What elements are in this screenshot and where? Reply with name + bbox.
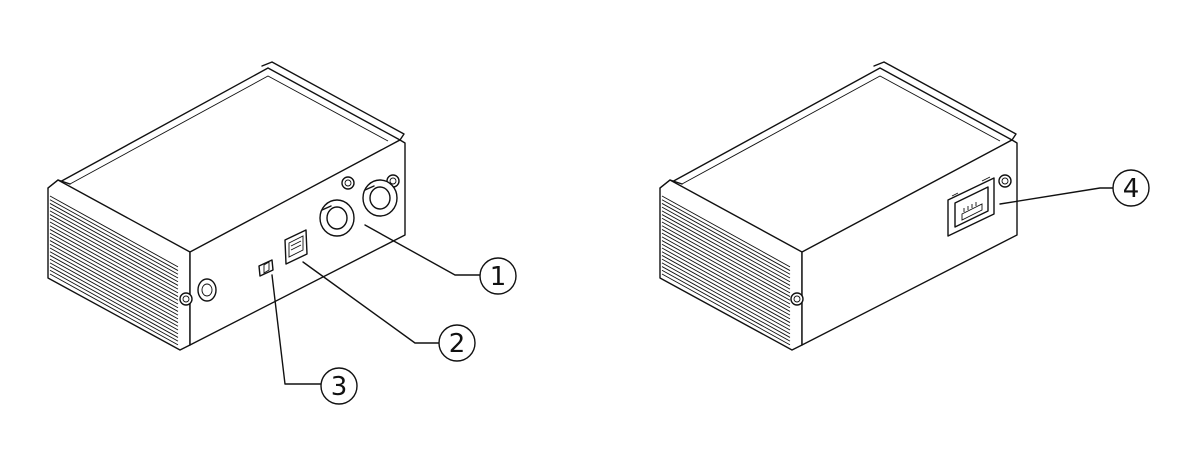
screw-icon (998, 174, 1012, 188)
fin-line (661, 262, 791, 335)
fin-line (661, 221, 791, 294)
fin-line (661, 258, 791, 331)
callout-number: 3 (331, 372, 348, 402)
fin-line (49, 210, 179, 283)
fin-line (49, 203, 179, 275)
ethernet-port-icon (947, 176, 995, 237)
fin-line (49, 236, 179, 309)
callout-leader-line (302, 261, 441, 344)
left-device (47, 61, 406, 351)
fin-line (661, 247, 791, 320)
fin-line (49, 273, 179, 346)
fin-line (661, 243, 791, 316)
data-port-icon (284, 229, 308, 265)
fin-line (661, 229, 791, 301)
fin-line (661, 269, 791, 342)
fin-line (49, 266, 179, 338)
fin-line (661, 206, 791, 279)
callout-number: 2 (449, 329, 466, 359)
fin-line (661, 251, 791, 323)
callout-leader-line (271, 274, 324, 385)
callout-number: 4 (1123, 174, 1140, 204)
callout-leader-line (364, 224, 481, 276)
fin-line (49, 255, 179, 327)
callout-circle (1112, 169, 1150, 207)
fin-line (661, 232, 791, 305)
fin-line (661, 195, 791, 268)
fin-line (49, 269, 179, 342)
left-device-cooling-fins (49, 195, 179, 346)
fin-line (49, 195, 179, 268)
fin-line (49, 232, 179, 305)
fin-line (661, 266, 791, 338)
fin-line (49, 214, 179, 286)
fin-line (49, 247, 179, 320)
callout-circle (320, 367, 358, 405)
callout-number: 1 (490, 262, 507, 292)
fin-line (661, 225, 791, 297)
rca-connector-icon (319, 199, 355, 237)
right-device-rear-panel (801, 139, 1018, 346)
callout-circle (479, 257, 517, 295)
fin-line (661, 199, 791, 271)
fin-line (49, 199, 179, 271)
fin-line (661, 203, 791, 275)
fin-line (661, 255, 791, 327)
fin-line (49, 243, 179, 316)
right-device-cooling-fins (661, 195, 791, 346)
power-jack-icon (197, 278, 217, 302)
rca-connector-icon (362, 179, 398, 217)
fin-line (661, 236, 791, 309)
fin-line (49, 221, 179, 294)
screw-icon (179, 292, 193, 306)
screw-icon (790, 292, 804, 306)
fin-line (661, 273, 791, 346)
fin-line (49, 251, 179, 323)
screw-icon (341, 176, 355, 190)
fin-line (49, 229, 179, 301)
fin-line (49, 262, 179, 335)
fin-line (49, 240, 179, 312)
callout-circle (438, 324, 476, 362)
fin-line (661, 214, 791, 286)
fin-line (49, 206, 179, 279)
fin-line (661, 240, 791, 312)
fin-line (49, 225, 179, 297)
fin-line (661, 210, 791, 283)
fin-line (661, 217, 791, 290)
callout-3: 3 (271, 274, 358, 405)
slide-switch-icon (258, 259, 274, 277)
callout-4: 4 (999, 169, 1150, 207)
fin-line (49, 217, 179, 290)
callout-leader-line (999, 187, 1116, 205)
callout-2: 2 (302, 261, 476, 362)
right-device (659, 61, 1018, 351)
callout-1: 1 (364, 224, 517, 295)
fin-line (49, 258, 179, 331)
